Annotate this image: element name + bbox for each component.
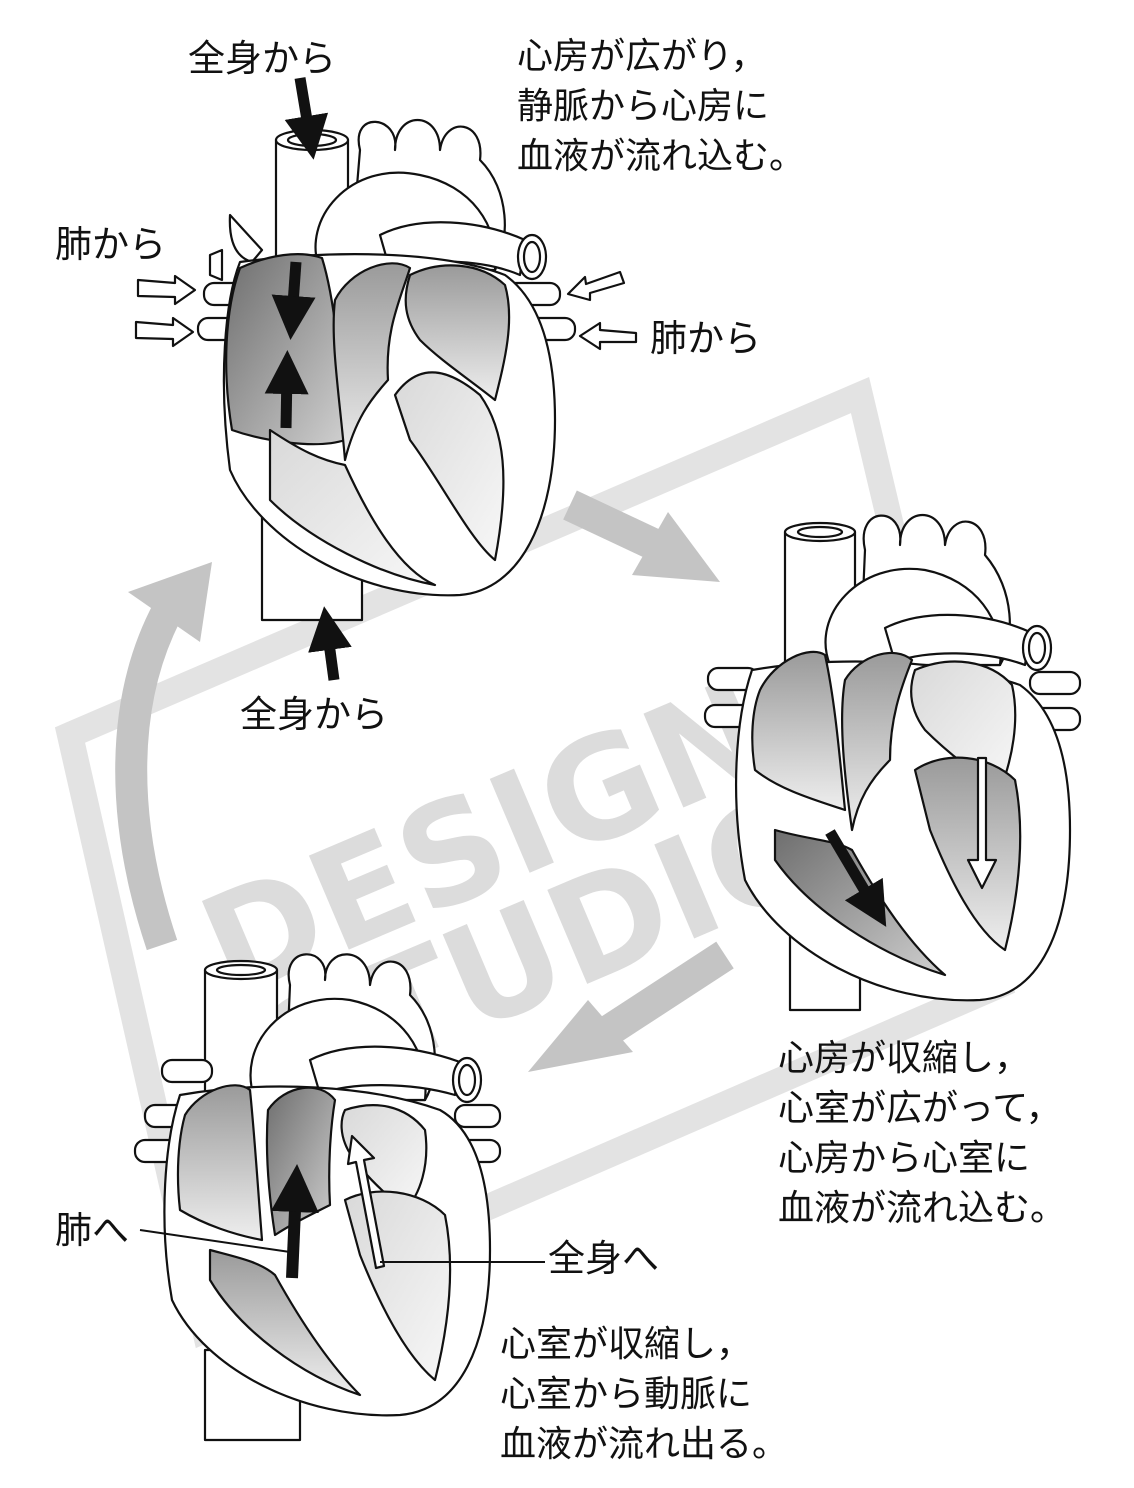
label-to-body: 全身へ (548, 1237, 659, 1280)
cycle-arrow-2-to-3 (601, 941, 734, 1044)
caption-stage-2: 心房が収縮し， 心室が広がって， 心房から心室に 血液が流れ込む。 (778, 1034, 1066, 1234)
heart-3 (133, 953, 545, 1442)
label-to-lung: 肺へ (55, 1209, 129, 1252)
caption-stage-1: 心房が広がり， 静脈から心房に 血液が流れ込む。 (517, 32, 805, 182)
label-from-body-top: 全身から (188, 37, 336, 80)
cycle-arrow-1-to-2 (563, 490, 662, 560)
cycle-arrow-3-to-1 (115, 602, 183, 951)
caption-stage-2-line: 心房が収縮し， (778, 1038, 1031, 1079)
caption-stage-3: 心室が収縮し， 心室から動脈に 血液が流れ出る。 (500, 1320, 788, 1470)
caption-stage-2-line: 心房から心室に (778, 1138, 1031, 1179)
caption-stage-3-line: 心室から動脈に (500, 1374, 753, 1415)
caption-stage-3-line: 心室が収縮し， (500, 1324, 753, 1365)
cycle-arrow-3-to-1-head (128, 562, 212, 642)
cycle-arrows (115, 490, 734, 1072)
cycle-arrow-1-to-2-head (632, 512, 720, 582)
label-from-lung-left: 肺から (55, 223, 166, 266)
caption-stage-3-line: 血液が流れ出る。 (500, 1424, 789, 1465)
caption-stage-1-line: 血液が流れ込む。 (517, 136, 806, 177)
caption-stage-1-line: 静脈から心房に (517, 86, 770, 127)
label-from-body-bottom: 全身から (240, 693, 388, 736)
heart-2 (703, 513, 1082, 1012)
label-from-lung-right: 肺から (650, 317, 761, 360)
caption-stage-1-line: 心房が広がり， (517, 36, 767, 77)
cycle-arrow-2-to-3-head (528, 1000, 633, 1072)
caption-stage-2-line: 心室が広がって， (778, 1088, 1062, 1129)
heart-1 (134, 77, 638, 681)
caption-stage-2-line: 血液が流れ込む。 (778, 1188, 1067, 1229)
